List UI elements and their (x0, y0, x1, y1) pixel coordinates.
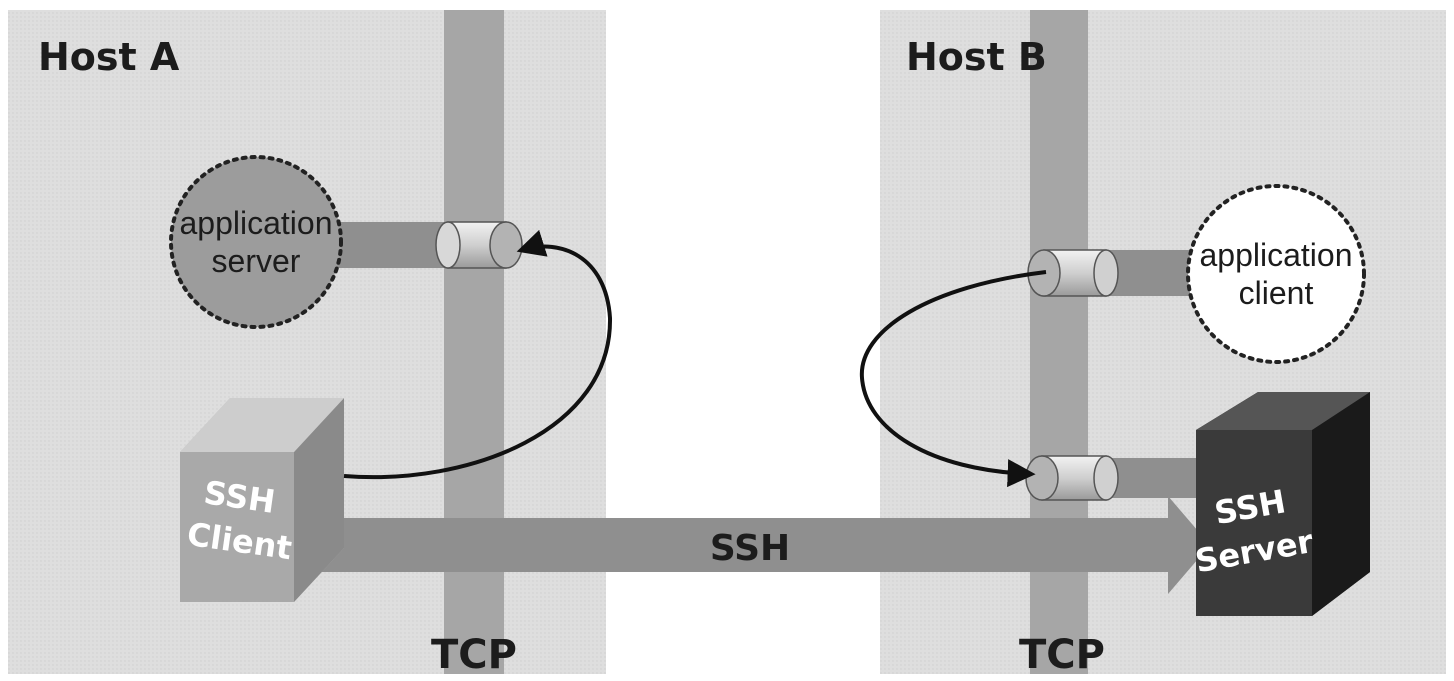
host-b-upper-port-cylinder (1027, 249, 1119, 297)
ssh-connection-label: SSH (710, 528, 790, 569)
host-b-tcp-label: TCP (1019, 632, 1105, 678)
ssh-client-box (180, 398, 344, 602)
application-server-label-line2: server (212, 243, 301, 279)
host-b-title: Host B (906, 35, 1047, 79)
host-b-lower-port-cylinder (1025, 455, 1119, 501)
application-client-label-line1: application (1200, 237, 1353, 273)
ssh-server-box (1196, 392, 1370, 616)
host-a-port-cylinder (435, 221, 523, 269)
ssh-connection-arrow (320, 496, 1210, 594)
host-b-forward-arrow (859, 270, 1047, 488)
host-a-forward-arrow (343, 229, 613, 480)
host-b-tcp-bar (1030, 10, 1088, 674)
host-a-tcp-bar (444, 10, 504, 674)
host-a-tcp-label: TCP (431, 632, 517, 678)
host-a-title: Host A (38, 35, 180, 79)
application-server-node (169, 155, 343, 329)
application-client-label-line2: client (1239, 275, 1314, 311)
application-server-label-line1: application (180, 205, 333, 241)
application-client-node (1186, 184, 1366, 364)
